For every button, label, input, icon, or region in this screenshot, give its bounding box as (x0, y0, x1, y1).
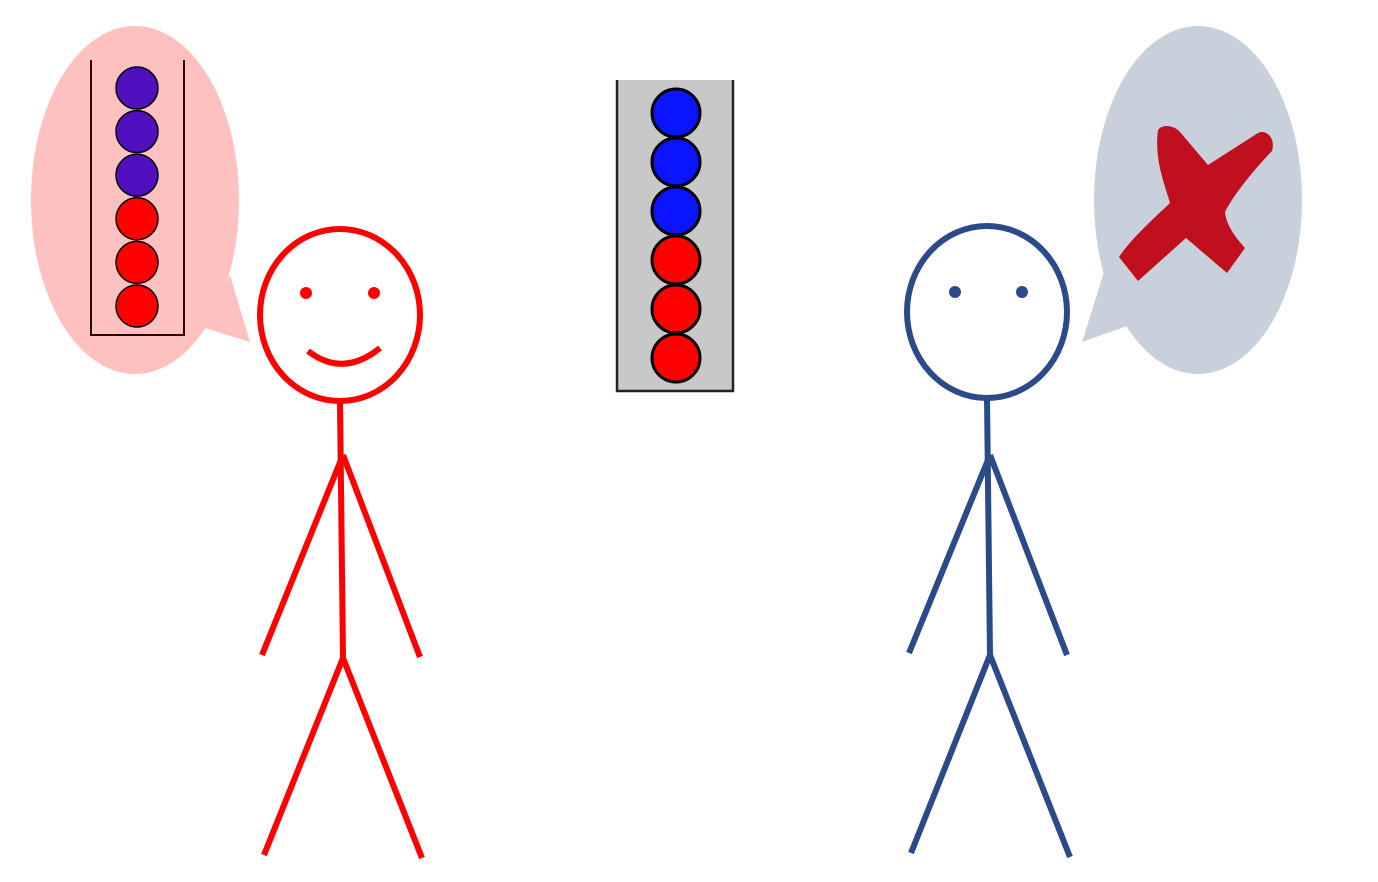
ball-tube-icon (90, 60, 185, 336)
right-figure-head (904, 223, 1070, 401)
right-figure-right-leg (987, 653, 1073, 859)
center-ball-tube (615, 80, 735, 393)
left-figure-smile (306, 345, 382, 367)
purple-ball (115, 109, 159, 154)
center-tube-outline (615, 80, 735, 393)
left-thought-bubble (31, 26, 250, 374)
red-ball (115, 197, 159, 241)
left-figure-left-leg (261, 656, 346, 857)
blue-ball (650, 136, 702, 188)
right-figure-torso (984, 397, 993, 656)
center-tube-balls (650, 87, 702, 384)
right-figure-left-arm (906, 453, 993, 655)
red-ball (650, 332, 702, 384)
right-figure-right-arm (987, 453, 1070, 657)
right-bubble-tail (1082, 272, 1130, 342)
right-figure-right-eye (1016, 286, 1028, 298)
blue-ball (650, 87, 702, 139)
left-bubble-tail (205, 275, 250, 342)
left-figure-left-arm (259, 453, 346, 657)
red-ball (115, 240, 159, 285)
left-figure-right-arm (340, 453, 423, 659)
red-ball (115, 284, 159, 328)
right-stick-figure (904, 26, 1302, 859)
left-figure-left-eye (300, 287, 312, 299)
left-bubble-balls (115, 66, 159, 328)
right-figure-left-leg (908, 653, 993, 855)
cross-mark-icon (1119, 125, 1273, 281)
left-figure-right-eye (368, 287, 380, 299)
right-thought-bubble (1082, 26, 1302, 374)
right-figure-left-eye (949, 286, 961, 298)
red-ball (650, 283, 702, 335)
purple-ball (115, 153, 159, 197)
left-figure-torso (337, 400, 346, 659)
left-figure-head (257, 226, 423, 404)
left-bubble-tube-outline (90, 60, 185, 336)
blue-ball (650, 185, 702, 237)
purple-ball (115, 66, 159, 110)
red-ball (650, 234, 702, 286)
left-figure-right-leg (340, 656, 425, 860)
left-stick-figure (31, 26, 425, 860)
